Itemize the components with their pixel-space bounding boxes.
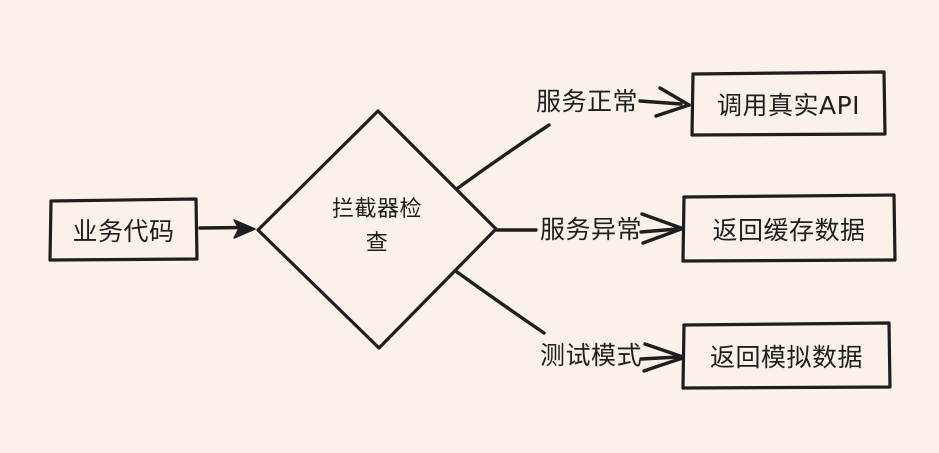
test-mode-branch-line bbox=[455, 270, 546, 335]
business-code-label: 业务代码 bbox=[72, 217, 175, 246]
interceptor-check-label: 拦截器检 查 bbox=[307, 193, 447, 261]
business-to-interceptor-arrow-line bbox=[198, 225, 246, 230]
interceptor-check-label-line1: 拦截器检 bbox=[331, 197, 422, 222]
return-cache-label: 返回缓存数据 bbox=[712, 215, 866, 245]
business-to-interceptor-arrowhead bbox=[233, 219, 256, 239]
call-real-api-box bbox=[690, 70, 887, 137]
business-code-box bbox=[48, 197, 199, 262]
edge-label-service-error: 服务异常 bbox=[539, 215, 642, 244]
return-mock-label: 返回模拟数据 bbox=[709, 343, 863, 372]
interceptor-check-label-line2: 查 bbox=[365, 231, 389, 256]
edge-label-service-normal: 服务正常 bbox=[535, 87, 638, 116]
test-mode-arrow-icon bbox=[639, 342, 685, 373]
return-mock-box bbox=[681, 321, 892, 390]
return-cache-box bbox=[681, 193, 897, 263]
service-error-arrow-icon bbox=[639, 212, 683, 245]
interceptor-check-diamond bbox=[256, 109, 498, 350]
service-normal-branch-line bbox=[456, 123, 551, 190]
call-real-api-label: 调用真实API bbox=[716, 90, 861, 120]
service-normal-arrow-icon bbox=[638, 86, 691, 118]
edge-label-test-mode: 测试模式 bbox=[539, 341, 642, 370]
